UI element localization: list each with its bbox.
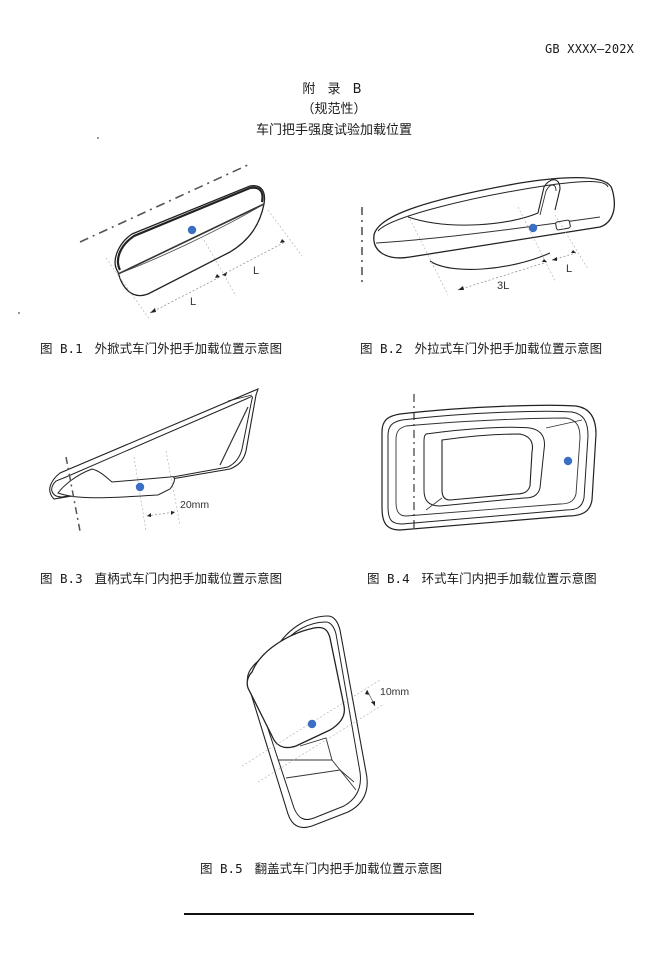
figure-b3-caption: 图 B.3 直柄式车门内把手加载位置示意图 (40, 568, 282, 587)
figure-b2-caption: 图 B.2 外拉式车门外把手加载位置示意图 (360, 338, 602, 357)
figure-b2-number: 图 B.2 (360, 341, 403, 356)
figure-b2-title: 外拉式车门外把手加载位置示意图 (414, 341, 603, 356)
scan-speck (18, 312, 20, 314)
load-point-icon (135, 482, 145, 492)
load-point-icon (187, 225, 197, 235)
dim-label-l: L (566, 263, 572, 275)
figure-b1-title: 外掀式车门外把手加载位置示意图 (94, 341, 283, 356)
figure-b1-caption: 图 B.1 外掀式车门外把手加载位置示意图 (40, 338, 282, 357)
figure-b5-caption: 图 B.5 翻盖式车门内把手加载位置示意图 (200, 858, 442, 877)
figure-b5-title: 翻盖式车门内把手加载位置示意图 (254, 861, 443, 876)
dim-label-20mm: 20mm (180, 499, 209, 511)
figure-b4-caption: 图 B.4 环式车门内把手加载位置示意图 (367, 568, 597, 587)
load-point-icon (563, 456, 573, 466)
load-point-icon (528, 223, 538, 233)
figure-b3-number: 图 B.3 (40, 571, 83, 586)
figure-b4-title: 环式车门内把手加载位置示意图 (421, 571, 597, 586)
figure-b5-diagram: 10mm (241, 615, 409, 829)
scan-speck (97, 137, 99, 139)
standard-code: GB XXXX—202X (545, 42, 635, 56)
figure-b4-diagram (381, 394, 597, 531)
figure-b3-diagram: 20mm (49, 388, 259, 532)
figure-b4-number: 图 B.4 (367, 571, 410, 586)
end-rule (184, 913, 474, 915)
load-point-icon (307, 719, 317, 729)
dim-label-l-1: L (190, 296, 196, 308)
dim-label-10mm: 10mm (380, 686, 409, 698)
figure-b3-title: 直柄式车门内把手加载位置示意图 (94, 571, 283, 586)
figure-b1-diagram: L L (79, 163, 303, 321)
appendix-label: 附 录 B (302, 82, 366, 97)
appendix-title: 车门把手强度试验加载位置 (255, 123, 412, 138)
figure-b2-diagram: 3L L (361, 176, 615, 296)
appendix-nature: （规范性） (301, 102, 367, 117)
figure-b1-number: 图 B.1 (40, 341, 83, 356)
dim-label-l-2: L (253, 265, 259, 277)
dim-label-3l: 3L (497, 280, 509, 292)
figure-b5-number: 图 B.5 (200, 861, 243, 876)
